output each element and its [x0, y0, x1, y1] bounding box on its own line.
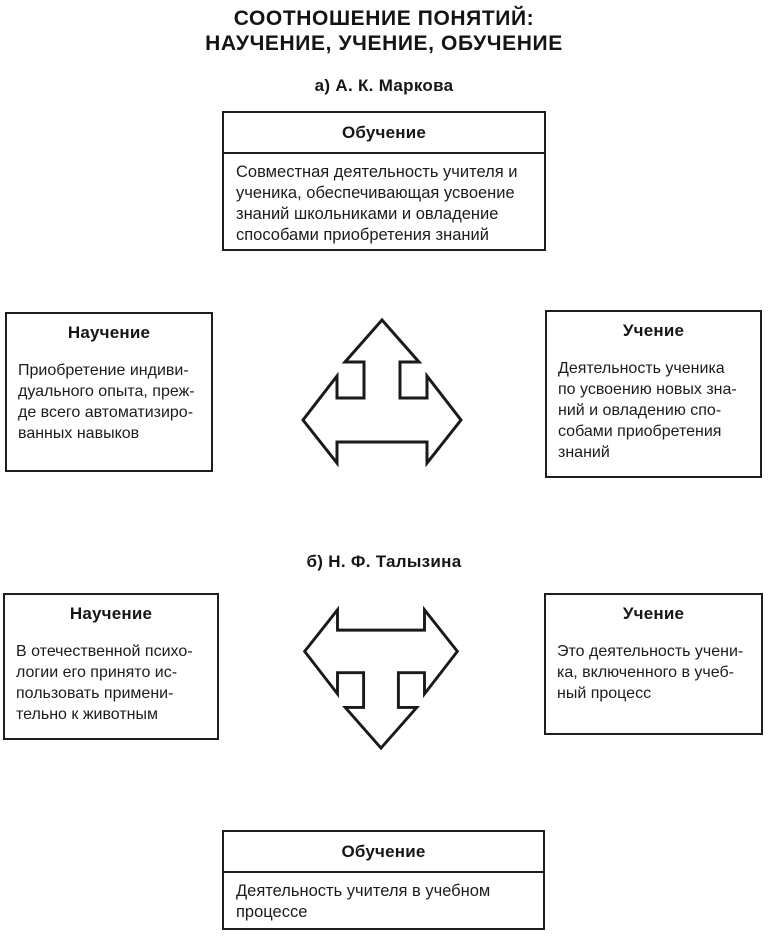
section-a-heading: а) А. К. Маркова [314, 76, 454, 95]
three-way-arrow-up-icon [301, 318, 463, 468]
box-uchenie-talyzina: Учение Это деятельность учени- ка, включ… [544, 593, 763, 735]
page-title: СООТНОШЕНИЕ ПОНЯТИЙ: НАУЧЕНИЕ, УЧЕНИЕ, О… [205, 7, 563, 55]
box-uchenie-markova-body: Деятельность ученика по усвоению новых з… [558, 360, 737, 461]
box-nauchenie-markova: Научение Приобретение индиви- дуального … [5, 312, 213, 472]
box-obuchenie-talyzina-title: Обучение [224, 832, 543, 873]
box-nauchenie-markova-body: Приобретение индиви- дуального опыта, пр… [18, 362, 195, 442]
box-nauchenie-talyzina: Научение В отечественной психо- логии ег… [3, 593, 219, 740]
box-uchenie-talyzina-body: Это деятельность учени- ка, включенного … [557, 643, 744, 702]
box-obuchenie-talyzina-body: Деятельность учителя в учебном процессе [236, 882, 491, 921]
box-obuchenie-markova-title: Обучение [224, 113, 544, 154]
box-uchenie-talyzina-title: Учение [622, 604, 685, 623]
box-uchenie-markova-title: Учение [622, 321, 685, 340]
box-nauchenie-talyzina-title: Научение [69, 604, 153, 623]
box-obuchenie-markova: Обучение Совместная деятельность учителя… [222, 111, 546, 251]
box-uchenie-markova: Учение Деятельность ученика по усвоению … [545, 310, 762, 478]
three-way-arrow-down-icon [301, 605, 461, 750]
box-obuchenie-talyzina: Обучение Деятельность учителя в учебном … [222, 830, 545, 930]
box-nauchenie-markova-title: Научение [67, 323, 151, 342]
box-obuchenie-markova-body: Совместная деятельность учителя и ученик… [236, 163, 518, 244]
box-nauchenie-talyzina-body: В отечественной психо- логии его принято… [16, 643, 193, 723]
section-b-heading: б) Н. Ф. Талызина [306, 552, 462, 571]
